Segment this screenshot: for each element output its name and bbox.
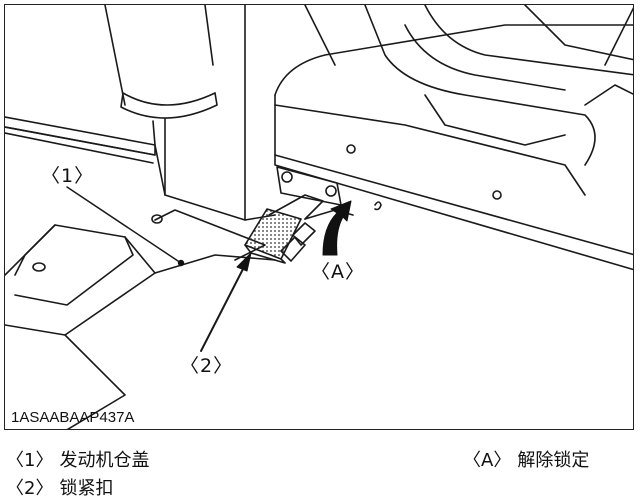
legend-item-2: 〈2〉锁紧扣 xyxy=(6,480,113,498)
callout-a: 〈A〉 xyxy=(311,261,365,283)
left-rail xyxy=(5,116,156,164)
latch-illustration xyxy=(5,5,633,429)
legend-key: 〈2〉 xyxy=(6,478,54,499)
legend-key: 〈A〉 xyxy=(463,450,512,471)
callout-2: 〈2〉 xyxy=(180,355,234,377)
leader-line-1 xyxy=(66,186,182,264)
latch-lever xyxy=(244,208,302,260)
legend-text: 发动机仓盖 xyxy=(59,450,150,471)
console-body xyxy=(274,5,633,271)
support-post xyxy=(104,5,276,221)
legend-item-a: 〈A〉解除锁定 xyxy=(463,452,589,470)
legend-text: 锁紧扣 xyxy=(59,478,114,499)
legend-text: 解除锁定 xyxy=(517,450,590,471)
legend-key: 〈1〉 xyxy=(6,450,54,471)
leader-line-2 xyxy=(200,268,244,352)
release-arrow xyxy=(322,200,352,256)
leader-dot-1 xyxy=(177,259,185,267)
engine-cover-panel xyxy=(5,209,276,429)
callout-1: 〈1〉 xyxy=(41,165,95,187)
leader-arrowhead-2 xyxy=(236,252,252,272)
illustration-frame: 〈1〉 〈2〉 〈A〉 1ASAABAAP437A xyxy=(4,4,634,430)
legend-item-1: 〈1〉发动机仓盖 xyxy=(6,452,149,470)
figure-code: 1ASAABAAP437A xyxy=(11,409,135,426)
